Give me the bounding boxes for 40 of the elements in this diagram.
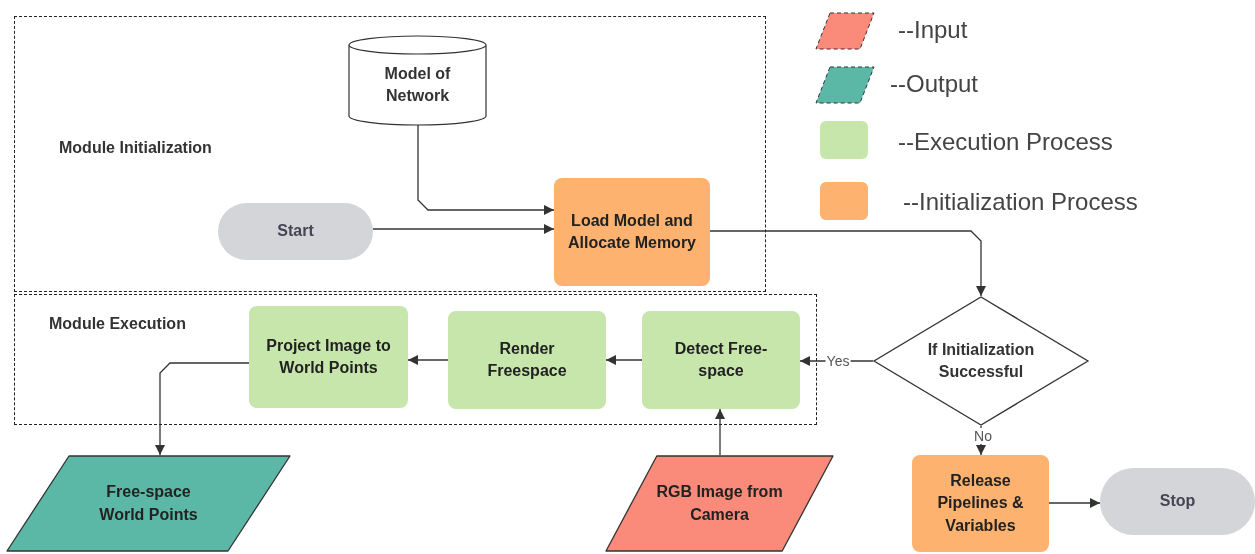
input-parallelogram xyxy=(605,455,834,552)
legend-label: --Output xyxy=(890,70,979,98)
module-group xyxy=(14,294,817,425)
database-cylinder xyxy=(348,35,487,125)
arrow xyxy=(1048,498,1101,508)
node-label: Model of Network xyxy=(383,63,452,106)
arrow xyxy=(417,124,555,215)
node-label: Release Pipelines & Variables xyxy=(936,470,1025,536)
node-label: Detect Free-space xyxy=(673,338,769,381)
process-box xyxy=(249,306,408,408)
arrow xyxy=(605,355,643,365)
arrow xyxy=(715,408,725,456)
node-label: Load Model and Allocate Memory xyxy=(566,210,697,253)
terminal-pill xyxy=(1100,468,1255,535)
arrow xyxy=(372,224,555,234)
legend-label: --Execution Process xyxy=(898,128,1113,156)
terminal-pill xyxy=(218,203,373,260)
node-label: Project Image to World Points xyxy=(265,335,392,378)
node-label: Start xyxy=(277,221,314,242)
group-title: Module Execution xyxy=(49,314,186,334)
node-label: If Initialization Successful xyxy=(926,339,1036,382)
edge-label: No xyxy=(973,428,993,444)
process-box xyxy=(642,311,800,409)
group-title: Module Initialization xyxy=(59,138,212,158)
node-label: Stop xyxy=(1159,491,1196,512)
legend-label: --Initialization Process xyxy=(903,188,1138,216)
decision-diamond xyxy=(873,296,1089,426)
module-group xyxy=(14,16,766,292)
node-label: Render Freespace xyxy=(486,338,568,381)
edge-label: Yes xyxy=(825,353,851,369)
process-box xyxy=(554,178,710,286)
arrow xyxy=(407,355,449,365)
legend-label: --Input xyxy=(898,16,968,44)
arrow xyxy=(709,230,986,297)
node-label: Free-space World Points xyxy=(98,482,199,525)
output-parallelogram xyxy=(6,455,291,552)
process-box xyxy=(912,455,1049,552)
arrow xyxy=(155,362,250,456)
node-label: RGB Image from Camera xyxy=(655,482,784,525)
process-box xyxy=(448,311,606,409)
